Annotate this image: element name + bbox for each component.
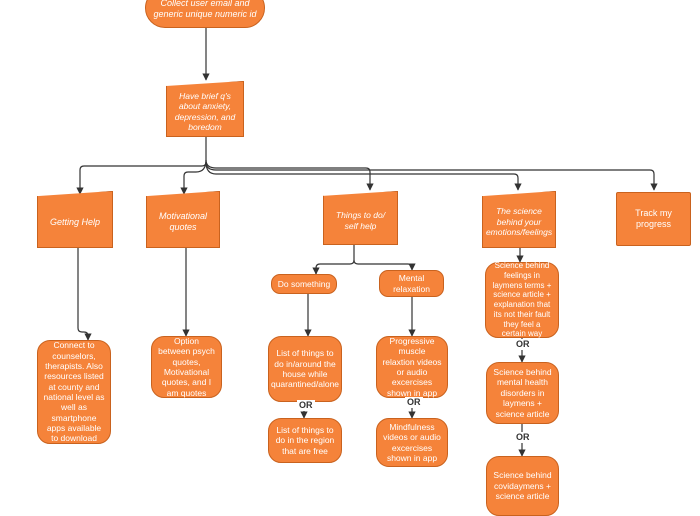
node-science-feelings: Science behind feelings in laymens terms… — [485, 261, 559, 339]
node-brief-label: Have brief q's about anxiety, depression… — [174, 90, 236, 132]
node-motivational-quotes: Motivational quotes — [146, 191, 220, 248]
node-sci-feelings-label: Science behind feelings in laymens terms… — [492, 261, 552, 339]
node-option-quotes: Option between psych quotes, Motivationa… — [151, 336, 222, 398]
node-science-emotions: The science behind your emotions/feeling… — [482, 191, 556, 248]
node-things-to-do: Things to do/ self help — [323, 191, 398, 245]
node-getting-help-label: Getting Help — [49, 216, 101, 227]
node-do-something: Do something — [271, 274, 337, 294]
node-science-mental-health: Science behind mental health disorders i… — [486, 362, 559, 424]
node-science-label: The science behind your emotions/feeling… — [485, 206, 553, 238]
node-getting-help: Getting Help — [37, 191, 113, 248]
node-option-label: Option between psych quotes, Motivationa… — [158, 335, 215, 398]
node-track-progress: Track my progress — [616, 192, 691, 246]
node-progressive-label: Progressive muscle relaxtion videos or a… — [382, 335, 442, 398]
edge-getting-help-connect — [77, 248, 92, 341]
node-do-something-label: Do something — [277, 278, 331, 289]
node-connect-label: Connect to counselors, therapists. Also … — [43, 340, 105, 444]
node-mental-relaxation: Mental relaxation — [379, 270, 444, 297]
node-connect-counselors: Connect to counselors, therapists. Also … — [37, 340, 111, 444]
node-list-region: List of things to do in the region that … — [268, 418, 342, 463]
edge-things-mental — [353, 259, 416, 271]
edge-brief-science — [205, 161, 522, 191]
node-mental-relaxation-label: Mental relaxation — [393, 273, 430, 294]
node-list-house-label: List of things to do in/around the house… — [270, 348, 340, 390]
node-collect-label: Collect user email and generic unique nu… — [153, 0, 257, 19]
node-sci-covid-label: Science behind covidaymens + science art… — [493, 470, 552, 502]
node-brief-questions: Have brief q's about anxiety, depression… — [166, 81, 244, 137]
or-label-relaxation: OR — [405, 397, 423, 408]
or-label-things: OR — [297, 400, 315, 411]
node-science-covid: Science behind covidaymens + science art… — [486, 456, 559, 516]
node-progressive-relaxation: Progressive muscle relaxtion videos or a… — [376, 336, 448, 398]
edge-things-split — [315, 244, 355, 274]
node-mindfulness: Mindfulness videos or audio excercises s… — [376, 418, 448, 467]
node-list-region-label: List of things to do in the region that … — [275, 424, 335, 456]
node-sci-mental-label: Science behind mental health disorders i… — [493, 367, 552, 419]
or-label-science-2: OR — [514, 432, 532, 443]
edge-brief-motivational — [180, 159, 207, 195]
node-list-house: List of things to do in/around the house… — [268, 336, 342, 402]
node-things-label: Things to do/ self help — [335, 210, 386, 231]
or-label-science-1: OR — [514, 339, 532, 350]
edge-brief-things — [205, 159, 374, 191]
node-mindfulness-label: Mindfulness videos or audio excercises s… — [383, 421, 441, 463]
edge-brief-getting-help — [76, 136, 207, 195]
node-motivational-label: Motivational quotes — [158, 211, 208, 232]
node-collect-user-email: Collect user email and generic unique nu… — [145, 0, 265, 28]
node-track-label: Track my progress — [635, 208, 672, 229]
edge-brief-track — [205, 161, 658, 191]
